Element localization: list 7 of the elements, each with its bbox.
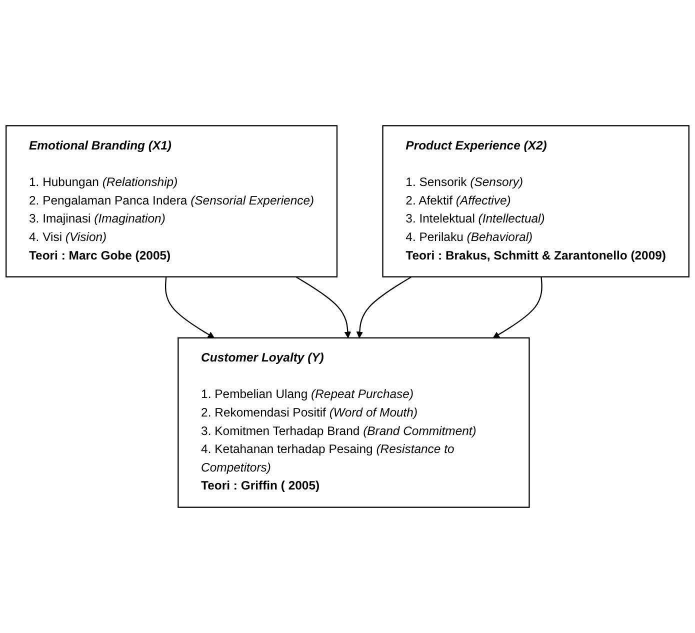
- arrow: [296, 276, 352, 338]
- node-box: Emotional Branding (X1) 1. Hubungan (Relationship) 2. Pengalaman Panca Indera (Sensorial Experience) 3. Imajinasi (Imagination) 4. Visi (Vision) Teori : Marc Gobe (2005): [6, 125, 338, 278]
- arrow: [164, 276, 214, 338]
- node-box: Product Experience (X2) 1. Sensorik (Sensory) 2. Afektif (Affective) 3. Intelektual (Intellectual) 4. Perilaku (Behavioral) Teori : Brakus, Schmitt & Zarantonello (2009): [382, 125, 690, 278]
- arrow: [356, 276, 412, 338]
- arrow: [492, 276, 542, 338]
- node-box: Customer Loyalty (Y) 1. Pembelian Ulang (Repeat Purchase) 2. Rekomendasi Positif (Word of Mouth) 3. Komitmen Terhadap Brand (Brand Commitment) 4. Ketahanan terhadap Pesaing (Resistance to Competitors) Teori : Griffin ( 2005): [178, 337, 530, 508]
